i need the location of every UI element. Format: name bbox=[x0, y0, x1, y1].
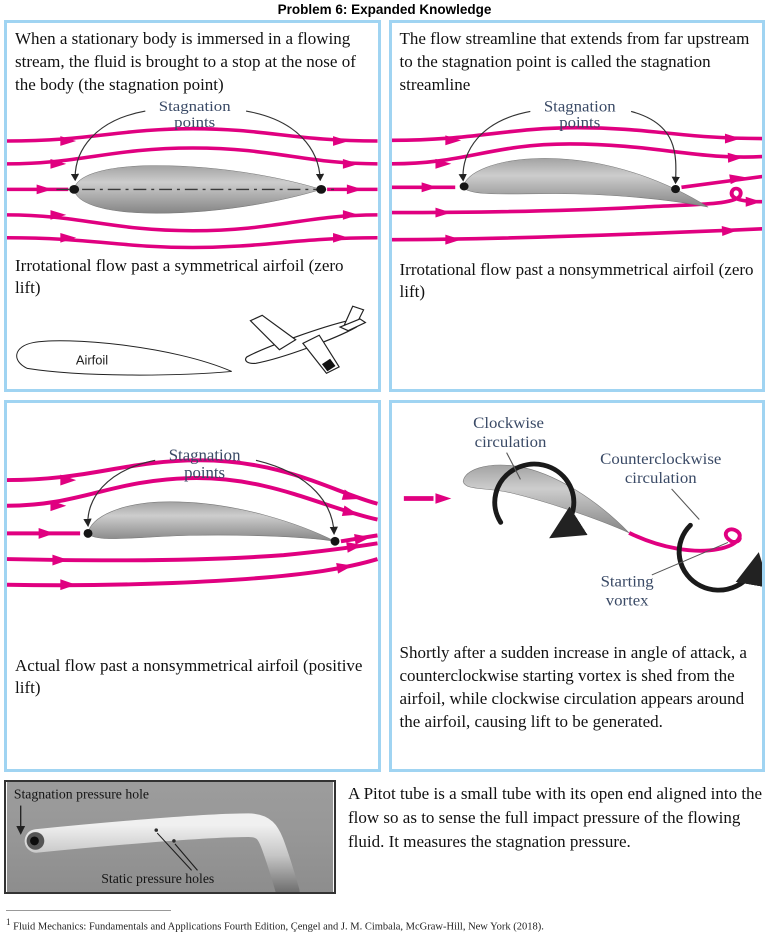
static-hole-2 bbox=[172, 839, 176, 843]
nonsymmetrical-airfoil-shape bbox=[462, 157, 708, 208]
panel-grid: When a stationary body is immersed in a … bbox=[0, 20, 769, 772]
actual-flow-diagram: Stagnation points bbox=[7, 445, 378, 591]
clockwise-label: Clockwise bbox=[473, 413, 544, 432]
near-wing bbox=[301, 334, 340, 374]
pointer-to-rear-point bbox=[630, 110, 680, 185]
far-wing bbox=[248, 314, 297, 351]
nonsymmetrical-airfoil-shape bbox=[87, 501, 336, 542]
clockwise-label-line2: circulation bbox=[474, 432, 546, 451]
stagnation-points-label-line2: points bbox=[174, 115, 215, 131]
panel1-text: When a stationary body is immersed in a … bbox=[15, 29, 356, 94]
stagnation-points-label: Stagnation bbox=[543, 99, 615, 115]
pointer-to-front-point bbox=[458, 110, 530, 182]
panel-actual-flow: Stagnation points Actual flow past a non… bbox=[4, 400, 381, 772]
airfoil-outline-figure: Airfoil bbox=[16, 340, 232, 376]
panel-symmetrical-airfoil: When a stationary body is immersed in a … bbox=[4, 20, 381, 392]
pitot-tube-photo: Stagnation pressure hole Static pressure… bbox=[4, 780, 336, 894]
panel2-text: The flow streamline that extends from fa… bbox=[399, 29, 750, 94]
stagnation-hole-label: Stagnation pressure hole bbox=[14, 787, 149, 802]
panel1-caption: Irrotational flow past a symmetrical air… bbox=[15, 255, 344, 297]
panel-starting-vortex: Clockwise circulation Counterclockwise c… bbox=[388, 400, 765, 772]
pitot-description: A Pitot tube is a small tube with its op… bbox=[348, 784, 763, 852]
panel4-text: Shortly after a sudden increase in angle… bbox=[399, 643, 747, 731]
pointer-to-rear-point bbox=[245, 110, 325, 182]
tail-plane bbox=[338, 318, 367, 332]
clockwise-circulation-arrow bbox=[491, 461, 588, 539]
front-stagnation-point bbox=[83, 528, 93, 538]
front-stagnation-point bbox=[459, 182, 469, 191]
front-stagnation-point bbox=[69, 184, 80, 194]
pointer-static-hole-1 bbox=[156, 832, 193, 871]
streamlines bbox=[391, 125, 762, 242]
pointer-to-front-point bbox=[70, 110, 146, 182]
footnote: 1 Fluid Mechanics: Fundamentals and Appl… bbox=[6, 917, 769, 933]
static-holes-label: Static pressure holes bbox=[101, 871, 214, 886]
pitot-section: Stagnation pressure hole Static pressure… bbox=[0, 772, 769, 894]
symmetrical-airfoil-diagram: Stagnation points bbox=[7, 99, 378, 250]
stagnation-points-label-line2: points bbox=[184, 463, 225, 482]
panel1-figures: Airfoil bbox=[7, 299, 378, 389]
stagnation-points-label: Stagnation bbox=[169, 445, 241, 464]
counterclockwise-label: Counterclockwise bbox=[600, 449, 721, 468]
pointer-counterclockwise bbox=[670, 488, 700, 520]
pointer-static-hole-2 bbox=[174, 843, 198, 871]
static-hole-1 bbox=[154, 828, 159, 832]
stagnation-points-label: Stagnation bbox=[159, 99, 231, 115]
panel2-caption: Irrotational flow past a nonsymmetrical … bbox=[399, 259, 754, 301]
nonsymmetrical-airfoil-diagram: Stagnation points bbox=[391, 99, 762, 245]
panel-nonsymmetrical-irrotational: The flow streamline that extends from fa… bbox=[388, 20, 765, 392]
wing-band bbox=[321, 358, 336, 372]
counterclockwise-circulation-arrow bbox=[676, 522, 762, 593]
tilted-airfoil-shape bbox=[462, 464, 629, 534]
circulation-diagram: Clockwise circulation Counterclockwise c… bbox=[403, 413, 762, 610]
starting-vortex-label-line2: vortex bbox=[605, 591, 649, 610]
rear-stagnation-point bbox=[316, 184, 327, 194]
rear-stagnation-point bbox=[330, 536, 340, 546]
counterclockwise-label-line2: circulation bbox=[624, 468, 696, 487]
starting-vortex-label: Starting bbox=[600, 572, 653, 591]
stagnation-points-label-line2: points bbox=[559, 115, 600, 131]
pointer-to-rear-point bbox=[255, 459, 338, 536]
pitot-tube-body bbox=[24, 813, 300, 892]
pointer-clockwise bbox=[505, 452, 521, 480]
footnote-marker: 1 bbox=[6, 917, 11, 927]
page-title: Problem 6: Expanded Knowledge bbox=[277, 2, 492, 17]
airfoil-outline-label: Airfoil bbox=[76, 353, 108, 368]
starting-vortex-spiral bbox=[627, 527, 742, 553]
panel3-caption: Actual flow past a nonsymmetrical airfoi… bbox=[15, 656, 363, 698]
streamlines bbox=[7, 458, 378, 588]
rear-stagnation-point bbox=[670, 184, 680, 193]
footnote-text: Fluid Mechanics: Fundamentals and Applic… bbox=[13, 921, 544, 933]
pointer-starting-vortex bbox=[651, 541, 728, 576]
pointer-to-front-point bbox=[83, 459, 156, 528]
streamlines bbox=[7, 126, 378, 250]
footnote-rule bbox=[6, 910, 171, 911]
stagnation-hole bbox=[30, 836, 39, 846]
airplane-drawing bbox=[244, 305, 367, 374]
